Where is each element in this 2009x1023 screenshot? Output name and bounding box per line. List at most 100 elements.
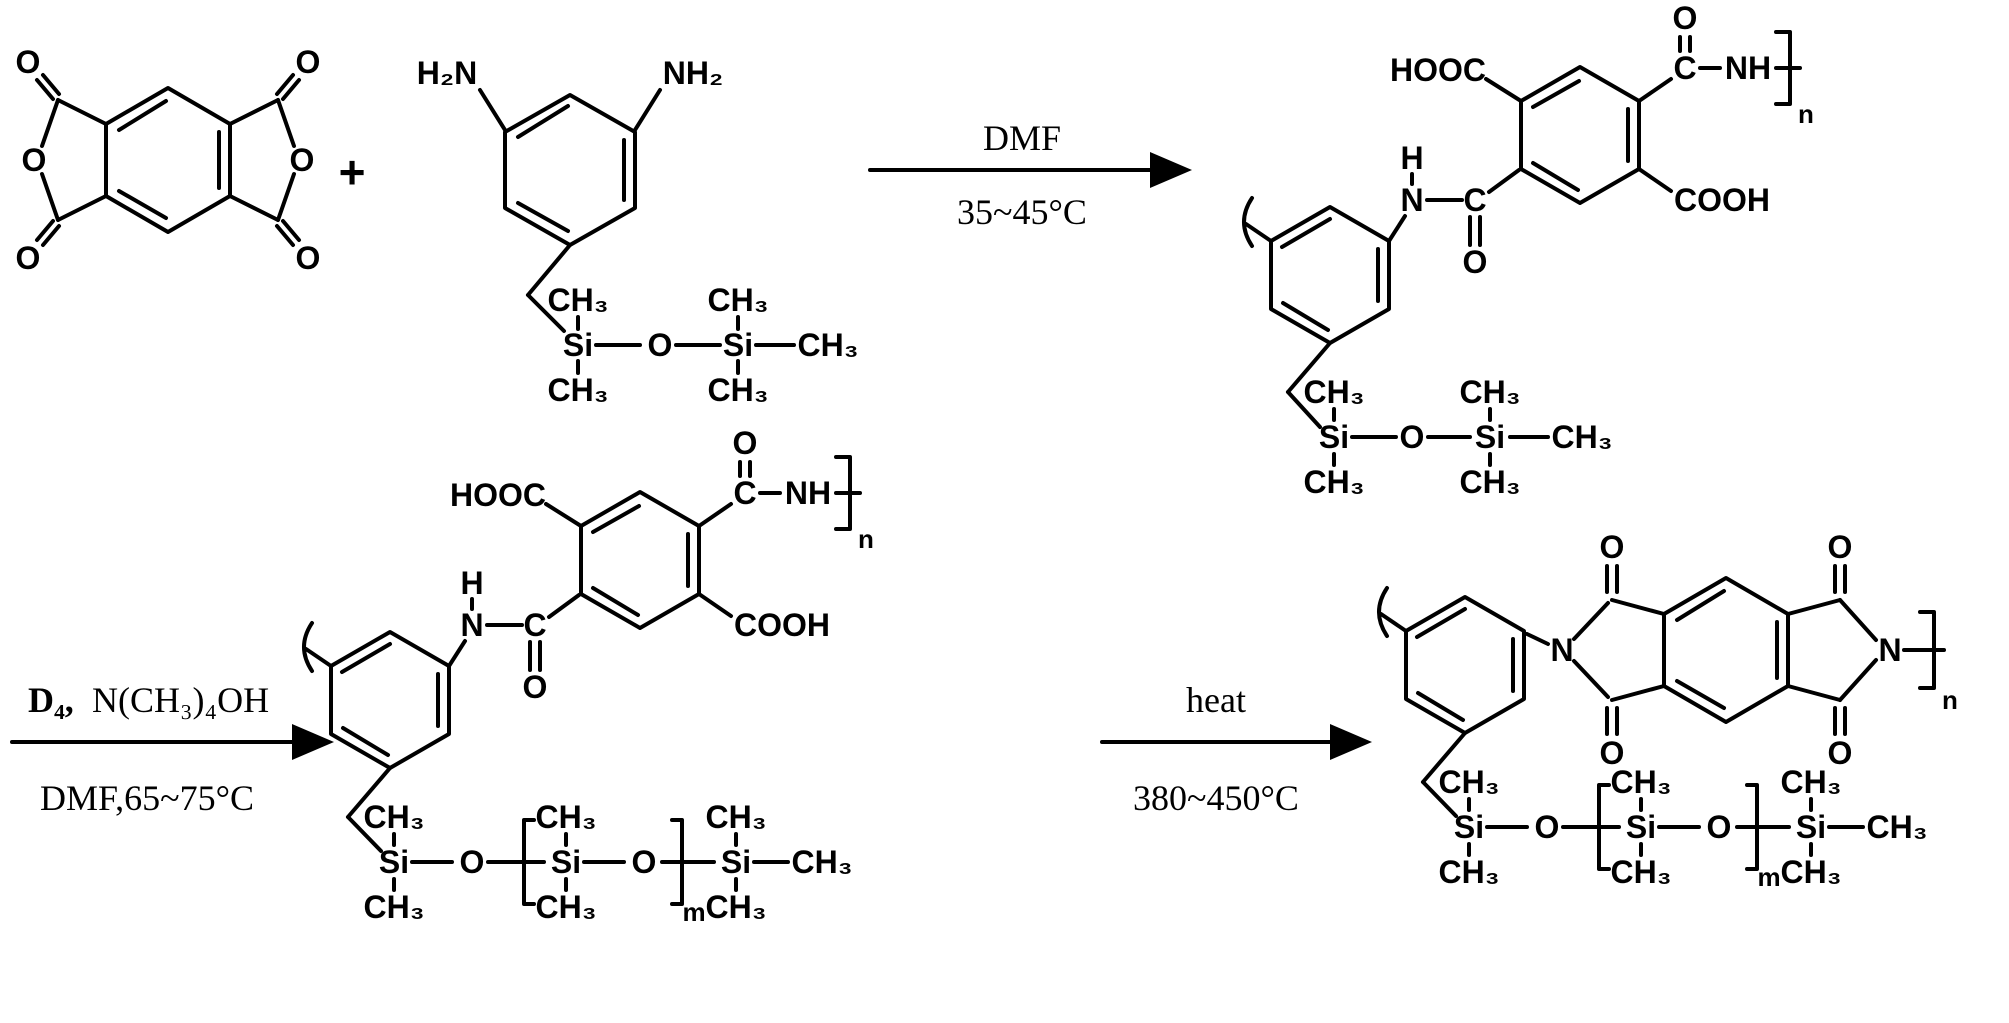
base-label: N(CH₃)₄OH — [92, 680, 269, 720]
nitrogen-label: N — [1878, 632, 1901, 668]
carbon-label: C — [1673, 50, 1696, 86]
solvent-label: DMF — [983, 118, 1061, 158]
bonds — [302, 455, 862, 906]
methyl-label: CH₃ — [1459, 464, 1520, 500]
methyl-label: CH₃ — [1438, 764, 1499, 800]
oxygen-label: O — [1828, 735, 1853, 771]
methyl-label: CH₃ — [1780, 764, 1841, 800]
repeat-m-label: m — [1757, 862, 1780, 892]
oxygen-label: O — [460, 844, 485, 880]
oxygen-label: O — [22, 142, 47, 178]
arrow-head — [1330, 724, 1372, 760]
methyl-label: CH₃ — [1610, 764, 1671, 800]
methyl-label: CH₃ — [535, 889, 596, 925]
bonds — [1242, 30, 1802, 467]
reaction-arrow-3: heat 380~450°C — [1100, 680, 1372, 818]
hydrogen-label: H — [460, 565, 483, 601]
silicon-label: Si — [379, 844, 409, 880]
polyamic-acid-siloxane-molecule: HOOC O C NH n COOH C O N H CH₃ CH₃ CH₃ S… — [302, 425, 874, 927]
repeat-n-label: n — [858, 524, 874, 554]
silicon-label: Si — [723, 327, 753, 363]
hydrogen-label: H — [1400, 140, 1423, 176]
oxygen-label: O — [733, 425, 758, 461]
oxygen-label: O — [1600, 529, 1625, 565]
methyl-label: CH₃ — [1438, 854, 1499, 890]
methyl-label: CH₃ — [363, 799, 424, 835]
silicon-label: Si — [563, 327, 593, 363]
bonds — [478, 88, 796, 375]
pmda-molecule: O O O O O O — [16, 44, 321, 276]
methyl-label: CH₃ — [1866, 809, 1927, 845]
carbon-label: C — [1463, 182, 1486, 218]
methyl-label: CH₃ — [797, 327, 858, 363]
arrow-head — [292, 724, 334, 760]
methyl-label: CH₃ — [707, 282, 768, 318]
oxygen-label: O — [296, 240, 321, 276]
bonds — [35, 73, 301, 247]
amide-nh-label: NH — [1725, 50, 1771, 86]
oxygen-label: O — [1707, 809, 1732, 845]
methyl-label: CH₃ — [791, 844, 852, 880]
amine-label: H₂N — [417, 55, 477, 91]
methyl-label: CH₃ — [363, 889, 424, 925]
methyl-label: CH₃ — [1303, 464, 1364, 500]
solvent-temperature-label: DMF,65~75°C — [40, 778, 254, 818]
methyl-label: CH₃ — [705, 799, 766, 835]
methyl-label: CH₃ — [1459, 374, 1520, 410]
methyl-label: CH₃ — [1303, 374, 1364, 410]
silicon-label: Si — [1454, 809, 1484, 845]
oxygen-label: O — [16, 240, 41, 276]
polyimide-molecule: O O O O N N n CH₃ CH₃ CH₃ Si O Si O Si C… — [1377, 529, 1958, 892]
silicon-label: Si — [721, 844, 751, 880]
plus-sign: + — [339, 146, 366, 198]
nitrogen-label: N — [1550, 632, 1573, 668]
methyl-label: CH₃ — [547, 282, 608, 318]
carboxyl-label: HOOC — [450, 477, 546, 513]
oxygen-label: O — [1673, 0, 1698, 36]
carboxyl-label: COOH — [1674, 182, 1770, 218]
bonds — [1377, 564, 1946, 871]
oxygen-label: O — [1535, 809, 1560, 845]
oxygen-label: O — [523, 669, 548, 705]
silicon-label: Si — [1626, 809, 1656, 845]
repeat-n-label: n — [1942, 685, 1958, 715]
reaction-arrow-2: D₄, N(CH₃)₄OH DMF,65~75°C — [10, 680, 334, 818]
amide-nh-label: NH — [785, 475, 831, 511]
carboxyl-label: COOH — [734, 607, 830, 643]
methyl-label: CH₃ — [705, 889, 766, 925]
oxygen-label: O — [1828, 529, 1853, 565]
methyl-label: CH₃ — [1610, 854, 1671, 890]
carbon-label: C — [523, 607, 546, 643]
repeat-m-label: m — [682, 897, 705, 927]
oxygen-label: O — [290, 142, 315, 178]
nitrogen-label: N — [1400, 182, 1423, 218]
oxygen-label: O — [632, 844, 657, 880]
catalyst-label: D₄, — [28, 680, 74, 720]
oxygen-label: O — [1600, 735, 1625, 771]
silicon-label: Si — [1796, 809, 1826, 845]
oxygen-label: O — [16, 44, 41, 80]
amine-label: NH₂ — [663, 55, 723, 91]
silicon-label: Si — [1475, 419, 1505, 455]
diamine-molecule: H₂N NH₂ CH₃ CH₃ Si O Si CH₃ CH₃ CH₃ — [417, 55, 859, 408]
methyl-label: CH₃ — [707, 372, 768, 408]
methyl-label: CH₃ — [535, 799, 596, 835]
methyl-label: CH₃ — [547, 372, 608, 408]
carboxyl-label: HOOC — [1390, 52, 1486, 88]
heat-label: heat — [1186, 680, 1246, 720]
oxygen-label: O — [1463, 244, 1488, 280]
polyamic-acid-molecule: HOOC O C NH n COOH C O N H CH₃ CH₃ Si O … — [1242, 0, 1814, 500]
reaction-arrow-1: DMF 35~45°C — [868, 118, 1192, 232]
arrow-head — [1150, 152, 1192, 188]
methyl-label: CH₃ — [1551, 419, 1612, 455]
nitrogen-label: N — [460, 607, 483, 643]
methyl-label: CH₃ — [1780, 854, 1841, 890]
oxygen-label: O — [1400, 419, 1425, 455]
silicon-label: Si — [551, 844, 581, 880]
oxygen-label: O — [648, 327, 673, 363]
carbon-label: C — [733, 475, 756, 511]
repeat-n-label: n — [1798, 99, 1814, 129]
temperature-label: 380~450°C — [1133, 778, 1299, 818]
